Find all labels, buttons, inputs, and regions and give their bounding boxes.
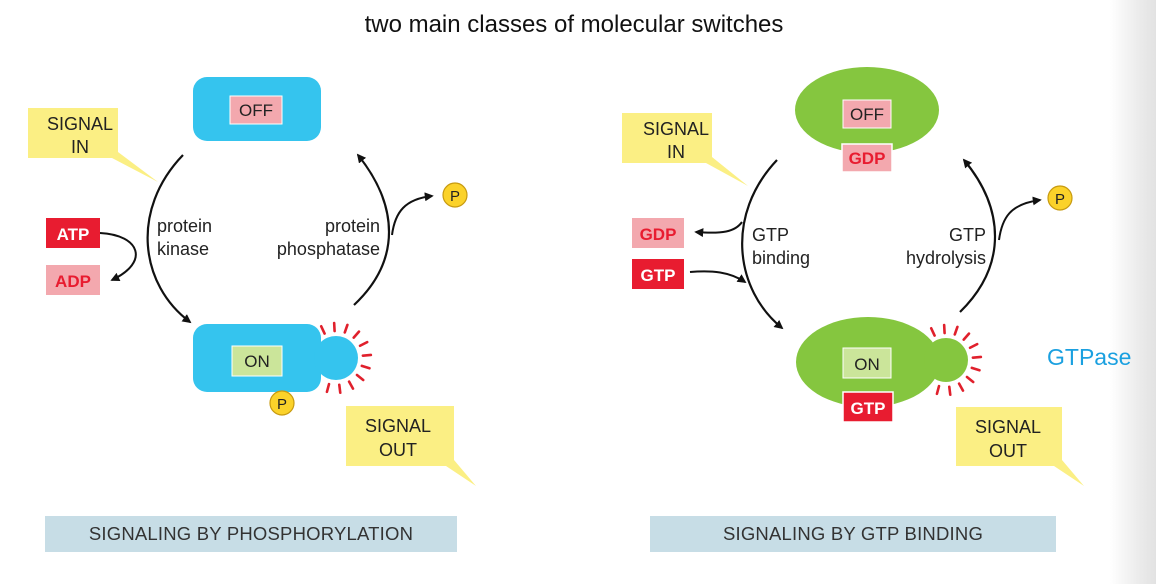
right-gtp-hydrolysis-arrow [959,158,997,313]
left-kinase-arrow [146,154,192,324]
left-adp-badge [46,265,100,295]
active-ray [337,383,342,395]
active-ray [361,353,373,357]
right-signal-in-line1: SIGNAL [643,119,709,139]
active-ray [352,330,361,339]
right-gtp-badge [632,259,684,289]
right-edge-shade [1110,0,1156,584]
left-signal-in-line1: SIGNAL [47,114,113,134]
active-ray [343,323,349,334]
right-gdp-badge [632,218,684,248]
left-active-rays [319,321,373,395]
right-gtp-uptake-arrow [689,270,747,283]
left-panel: SIGNAL IN OFF ATP ADP protein kinase pro… [28,77,476,486]
active-ray [347,380,355,390]
active-ray [971,355,983,359]
right-gdp-label: GDP [640,225,677,244]
left-signal-in: SIGNAL IN [28,108,158,182]
right-phosphate-release-arrow [998,196,1042,241]
gtpase-label: GTPase [1047,344,1132,370]
left-phosphate-release-arrow [391,192,434,236]
left-off-label: OFF [239,101,273,120]
left-signal-in-line2: IN [71,137,89,157]
active-ray [962,332,971,341]
active-ray [947,385,952,397]
right-bound-gtp-label: GTP [851,399,886,418]
right-gdp-release-arrow [694,221,743,238]
right-active-rays [929,323,983,397]
right-caption: SIGNALING BY GTP BINDING [650,516,1056,552]
page-title: two main classes of molecular switches [364,11,784,38]
active-ray [968,342,979,350]
left-caption: SIGNALING BY PHOSPHORYLATION [45,516,457,552]
left-adp-label: ADP [55,272,91,291]
right-hydrolysis-line1: GTP [949,225,986,245]
left-kinase-line2: kinase [157,239,209,259]
left-bound-phosphate-icon [269,390,295,416]
active-ray [953,325,959,336]
right-signal-out-line1: SIGNAL [975,417,1041,437]
right-signal-out-line2: OUT [989,441,1027,461]
left-atp-badge [46,218,100,248]
active-ray [935,384,941,396]
right-gtp-binding-arrow [741,159,784,330]
left-bound-phosphate-label: P [277,396,287,413]
left-atp-adp-arrow [99,232,137,281]
left-kinase-line1: protein [157,216,212,236]
left-phosphatase-arrow [353,153,391,306]
right-on-label: ON [854,355,880,374]
active-ray [319,324,326,335]
right-gtp-label: GTP [641,266,676,285]
left-signal-out-line1: SIGNAL [365,416,431,436]
active-ray [929,326,936,337]
right-off-label: OFF [850,105,884,124]
left-off-protein: OFF [193,77,321,141]
left-released-phosphate: P [442,182,468,208]
right-binding-line2: binding [752,248,810,268]
left-atp-label: ATP [57,225,90,244]
active-ray [325,382,331,394]
left-signal-out-line2: OUT [379,440,417,460]
right-on-protein: ON GTP [796,317,968,423]
left-phosphatase-line1: protein [325,216,380,236]
right-signal-in: SIGNAL IN [622,113,748,186]
active-ray [358,340,369,348]
right-released-phosphate-label: P [1055,191,1065,208]
active-ray [970,366,981,372]
right-off-protein: OFF GDP [795,67,939,173]
right-hydrolysis-line2: hydrolysis [906,248,986,268]
active-ray [957,382,965,392]
active-ray [355,373,365,382]
right-binding-line1: GTP [752,225,789,245]
left-on-protein: ON P [193,324,358,416]
left-on-label: ON [244,352,270,371]
active-ray [965,375,975,384]
active-ray [360,364,371,370]
right-released-phosphate: P [1047,185,1073,211]
right-signal-out: SIGNAL OUT [956,407,1084,486]
left-phosphatase-line2: phosphatase [277,239,380,259]
right-bound-gdp-label: GDP [849,149,886,168]
left-signal-out: SIGNAL OUT [346,406,476,486]
right-panel: SIGNAL IN OFF GDP GDP GTP GTP binding GT… [622,67,1084,486]
left-released-phosphate-label: P [450,188,460,205]
right-signal-in-line2: IN [667,142,685,162]
